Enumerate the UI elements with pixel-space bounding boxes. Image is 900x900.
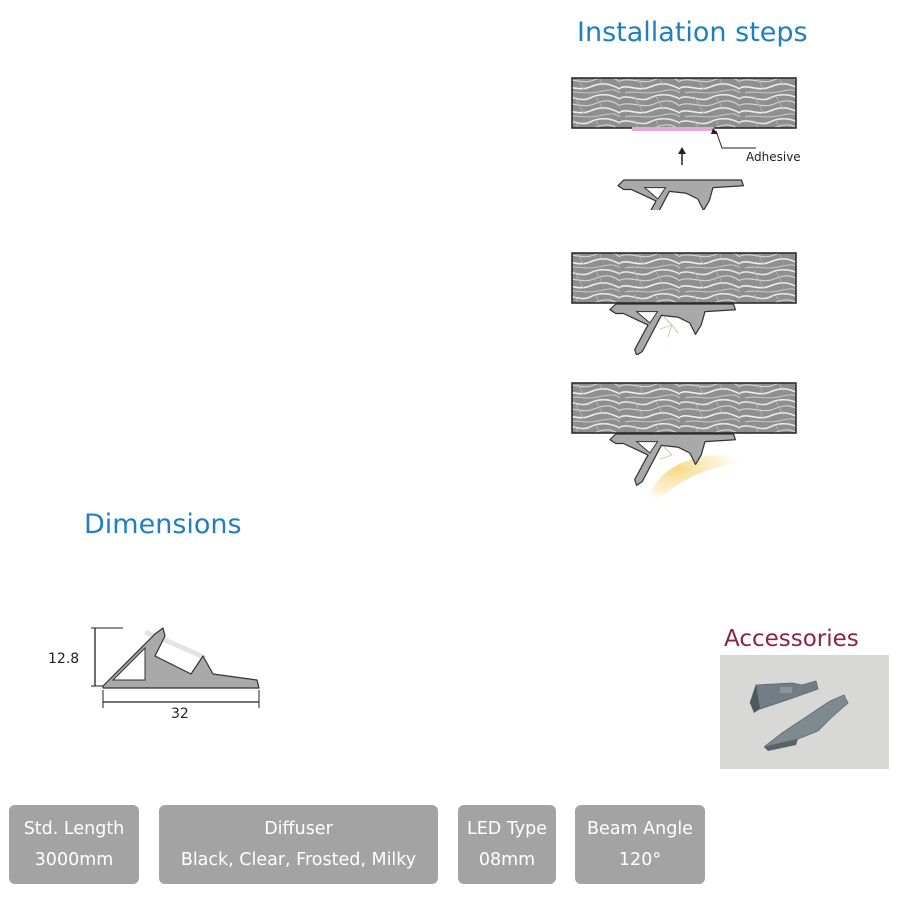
- ceiling-board: [571, 252, 797, 304]
- spec-led-type: LED Type 08mm: [458, 805, 556, 884]
- push-up-arrowhead: [678, 147, 686, 154]
- spec-label: Diffuser: [264, 818, 333, 839]
- led-light-rays: [659, 316, 679, 338]
- dimension-width-value: 32: [171, 706, 189, 722]
- accessories-photo: [720, 655, 889, 769]
- diffuser-arc: [144, 629, 207, 661]
- accessories-title: Accessories: [724, 626, 859, 652]
- spec-diffuser: Diffuser Black, Clear, Frosted, Milky: [159, 805, 438, 884]
- end-cap-right: [763, 694, 849, 748]
- installation-step-2-diagram: [571, 252, 797, 355]
- profile-shape: [609, 303, 737, 355]
- photo-background: [720, 655, 889, 769]
- dimension-height-value: 12.8: [48, 651, 80, 667]
- end-cap-left-shade: [750, 685, 760, 713]
- spec-label: LED Type: [466, 818, 548, 839]
- adhesive-callout-line: [715, 130, 756, 149]
- spec-value: 08mm: [478, 849, 536, 870]
- spec-label: Std. Length: [23, 818, 125, 839]
- end-cap-right-shade: [764, 739, 798, 751]
- spec-value: Black, Clear, Frosted, Milky: [180, 849, 417, 870]
- adhesive-strip: [632, 127, 714, 131]
- installation-step-1-diagram: [571, 77, 797, 210]
- led-light-rays: [659, 446, 673, 460]
- adhesive-label: Adhesive: [746, 150, 801, 164]
- profile-shape: [617, 179, 745, 210]
- end-cap-left: [749, 680, 819, 710]
- dimensions-diagram: [91, 627, 260, 708]
- spec-value: 120°: [618, 849, 662, 870]
- profile-cavity: [111, 646, 146, 681]
- installation-step-3-diagram: [571, 382, 797, 503]
- end-cap-left-tab: [780, 687, 792, 693]
- installation-title: Installation steps: [577, 17, 808, 48]
- spec-label: Beam Angle: [587, 818, 693, 839]
- spec-beam-angle: Beam Angle 120°: [575, 805, 705, 884]
- light-glow: [650, 454, 740, 503]
- ceiling-board: [571, 382, 797, 434]
- dimensions-title: Dimensions: [84, 509, 242, 540]
- adhesive-callout-arrowhead: [711, 128, 718, 134]
- spec-std-length: Std. Length 3000mm: [9, 805, 139, 884]
- ceiling-board: [571, 77, 797, 129]
- spec-value: 3000mm: [34, 849, 114, 870]
